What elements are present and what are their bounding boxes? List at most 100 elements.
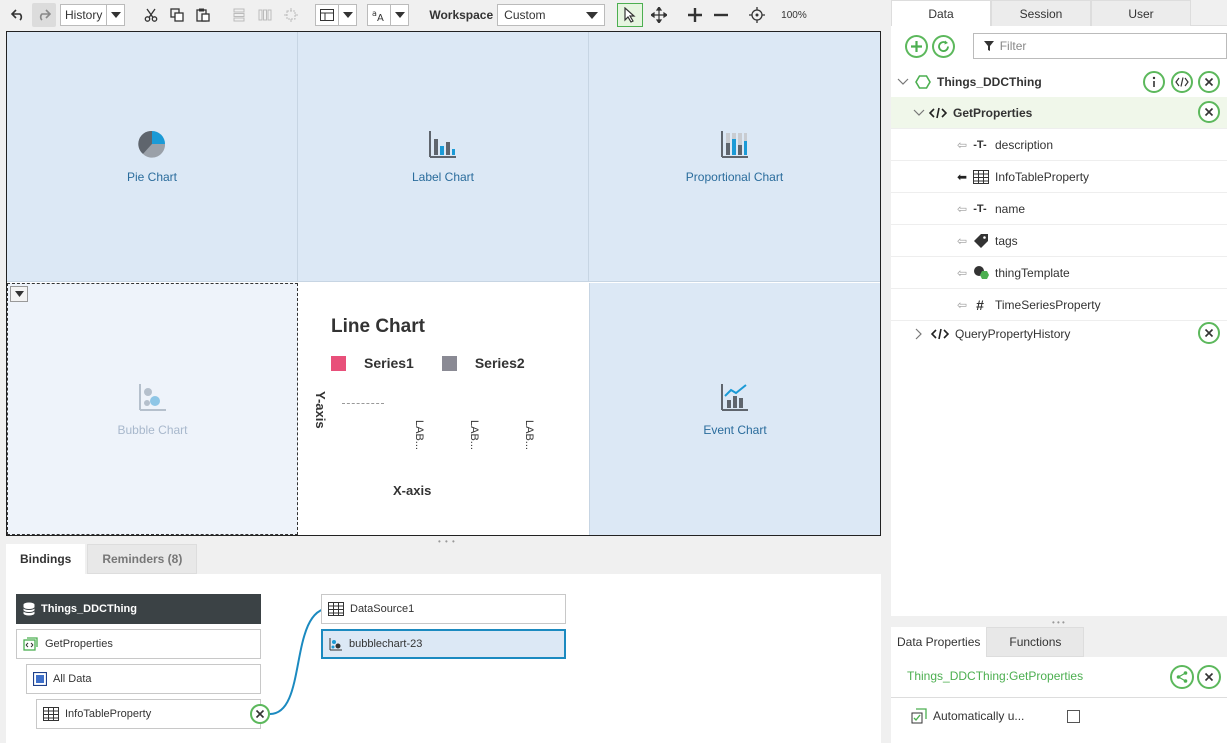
chevron-down-icon[interactable] [913, 109, 925, 117]
history-label: History [65, 8, 103, 22]
pie-chart-widget[interactable]: Pie Chart [7, 32, 298, 282]
tree-item-property[interactable]: ⇦ thingTemplate [891, 257, 1227, 289]
tree-item-getproperties[interactable]: GetProperties [891, 97, 1227, 129]
distribute-horizontal-icon[interactable] [253, 3, 277, 27]
chevron-down-icon[interactable] [897, 78, 909, 86]
proportional-chart-widget[interactable]: Proportional Chart [589, 32, 880, 282]
database-icon [23, 602, 35, 616]
axis-tick-mark [342, 403, 384, 404]
info-icon[interactable] [1143, 71, 1165, 93]
tab-data[interactable]: Data [891, 0, 991, 26]
zoom-fit-icon[interactable] [745, 3, 769, 27]
chevron-right-icon[interactable] [915, 328, 923, 340]
svg-text:A: A [377, 13, 384, 22]
cut-icon[interactable] [139, 3, 163, 27]
label-chart-widget[interactable]: Label Chart [298, 32, 589, 282]
string-type-icon: -T- [973, 138, 987, 151]
binding-source-all-data[interactable]: All Data [26, 664, 261, 694]
tab-functions[interactable]: Functions [986, 627, 1085, 657]
undo-icon[interactable] [6, 3, 30, 27]
workspace-select[interactable]: Custom [497, 4, 606, 26]
tree-item-thing[interactable]: Things_DDCThing [891, 66, 1227, 98]
remove-icon[interactable] [1197, 665, 1221, 689]
layout-dropdown[interactable] [315, 4, 358, 26]
tab-session[interactable]: Session [991, 0, 1091, 26]
number-type-icon: # [976, 296, 984, 313]
zoom-in-icon[interactable] [683, 3, 707, 27]
remove-icon[interactable] [1198, 322, 1220, 344]
output-arrow-icon: ⇦ [957, 233, 968, 248]
add-data-icon[interactable] [905, 34, 928, 58]
tab-bindings[interactable]: Bindings [6, 544, 86, 574]
thing-icon [915, 74, 931, 89]
bindings-panel: Bindings Reminders (8) Things_DDCThing G… [6, 544, 881, 743]
tree-item-property[interactable]: ⇦ -T- name [891, 193, 1227, 225]
tree-item-property[interactable]: ⇦ # TimeSeriesProperty [891, 289, 1227, 321]
zoom-out-icon[interactable] [709, 3, 733, 27]
chart-legend: Series1 Series2 [331, 355, 525, 371]
remove-binding-icon[interactable] [250, 704, 270, 724]
legend-swatch-series2 [441, 355, 457, 371]
binding-source-service[interactable]: GetProperties [16, 629, 261, 659]
bubble-chart-widget[interactable]: Bubble Chart [7, 283, 298, 535]
all-data-icon [33, 672, 47, 686]
chevron-down-icon [338, 5, 356, 25]
tree-item-property[interactable]: ⬅ InfoTableProperty [891, 161, 1227, 193]
widget-caption: Proportional Chart [685, 170, 784, 184]
center-icon[interactable] [279, 3, 303, 27]
remove-icon[interactable] [1198, 101, 1220, 123]
output-arrow-icon: ⇦ [957, 137, 968, 152]
output-arrow-icon: ⬅ [957, 169, 968, 184]
bubble-chart-icon [138, 382, 168, 415]
node-label: GetProperties [45, 638, 113, 650]
mashup-canvas[interactable]: Pie Chart Label Chart Proportional Chart… [6, 31, 881, 536]
tree-item-property[interactable]: ⇦ tags [891, 225, 1227, 257]
distribute-vertical-icon[interactable] [227, 3, 251, 27]
binding-source-infotable[interactable]: InfoTableProperty [36, 699, 261, 729]
tree-item-property[interactable]: ⇦ -T- description [891, 129, 1227, 161]
code-icon[interactable] [1171, 71, 1193, 93]
tab-user[interactable]: User [1091, 0, 1191, 26]
service-code-icon [929, 107, 947, 118]
auto-update-label: Automatically u... [933, 708, 1025, 723]
binding-target-bubblechart[interactable]: bubblechart-23 [321, 629, 566, 659]
select-tool-icon[interactable] [617, 3, 644, 27]
widget-menu-button[interactable] [10, 286, 28, 302]
tree-label: description [995, 137, 1054, 152]
toolbar: History [0, 0, 890, 30]
redo-icon[interactable] [32, 3, 56, 27]
remove-icon[interactable] [1198, 71, 1220, 93]
output-arrow-icon: ⇦ [957, 201, 968, 216]
output-arrow-icon: ⇦ [957, 297, 968, 312]
tag-icon [974, 233, 988, 248]
tree-label: QueryPropertyHistory [955, 327, 1071, 341]
legend-label-series2: Series2 [474, 355, 525, 371]
splitter-handle[interactable]: • • • [438, 537, 456, 546]
auto-update-checkbox[interactable] [1067, 710, 1080, 723]
splitter-handle[interactable]: • • • [1052, 618, 1065, 627]
tab-data-properties[interactable]: Data Properties [891, 627, 987, 657]
tree-item-queryhistory[interactable]: QueryPropertyHistory [891, 318, 1227, 350]
filter-row: Filter [891, 26, 1227, 66]
x-tick-label: LAB... [523, 420, 535, 450]
binding-source-thing[interactable]: Things_DDCThing [16, 594, 261, 624]
refresh-icon[interactable] [931, 34, 955, 58]
event-chart-widget[interactable]: Event Chart [589, 283, 880, 535]
paste-icon[interactable] [191, 3, 215, 27]
line-chart-widget[interactable]: Line Chart Series1 Series2 Y-axis LAB...… [298, 283, 589, 535]
filter-input[interactable]: Filter [972, 33, 1227, 59]
tree-label: GetProperties [953, 105, 1033, 120]
history-dropdown[interactable]: History [60, 4, 126, 26]
data-panel-tabs: Data Session User [891, 0, 1227, 26]
bindings-tabs: Bindings Reminders (8) [6, 544, 881, 574]
move-icon[interactable] [647, 3, 671, 27]
tab-reminders[interactable]: Reminders (8) [87, 544, 198, 574]
widget-caption: Label Chart [411, 170, 475, 184]
copy-icon[interactable] [165, 3, 189, 27]
binding-target-datasource[interactable]: DataSource1 [321, 594, 566, 624]
proportional-chart-icon [720, 129, 750, 162]
share-icon[interactable] [1170, 665, 1194, 689]
x-tick-label: LAB... [413, 420, 425, 450]
